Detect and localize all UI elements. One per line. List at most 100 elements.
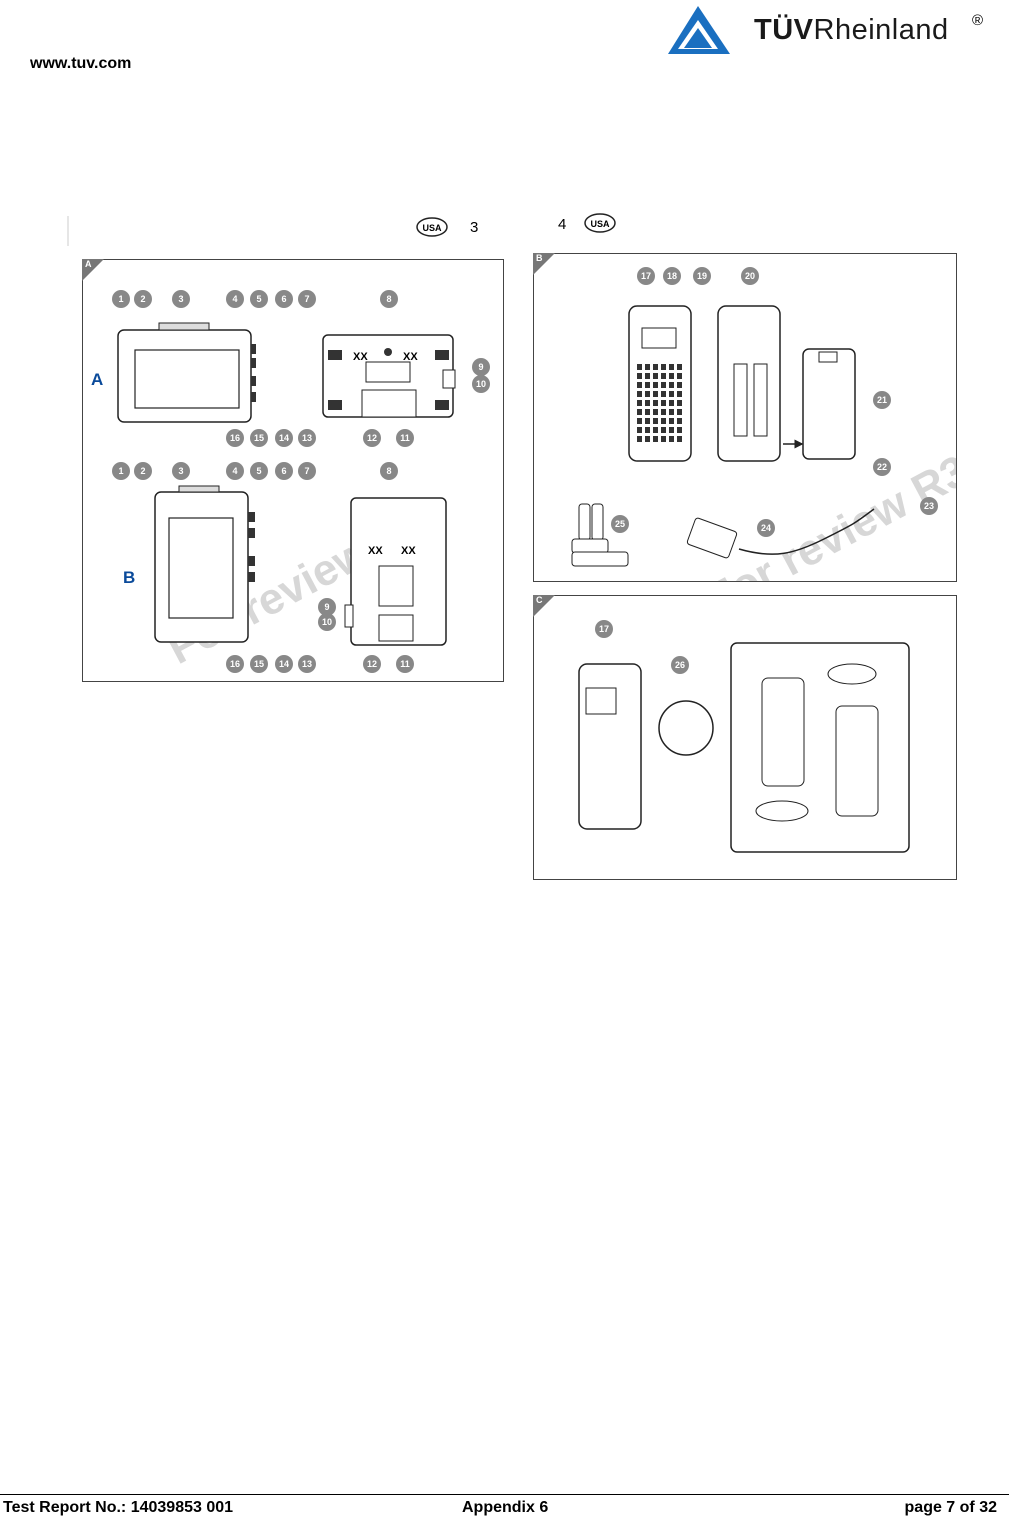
keypad-dot xyxy=(661,400,666,406)
tuv-triangle-logo-icon xyxy=(668,6,730,54)
callout-25: 25 xyxy=(611,515,629,533)
panel-a-drawing: For review R3 A XX XX B xyxy=(91,322,456,674)
keypad-dot xyxy=(653,364,658,370)
keypad-dot xyxy=(645,409,650,415)
callout-19: 19 xyxy=(693,267,711,285)
keypad-dot xyxy=(637,436,642,442)
keypad-dot xyxy=(661,436,666,442)
svg-text:9: 9 xyxy=(478,362,483,372)
callout-8: 8 xyxy=(380,290,398,308)
svg-text:7: 7 xyxy=(304,294,309,304)
callout-17: 17 xyxy=(595,620,613,638)
svg-text:22: 22 xyxy=(877,462,887,472)
svg-text:7: 7 xyxy=(304,466,309,476)
report-number: Test Report No.: 14039853 001 xyxy=(3,1499,234,1516)
svg-text:8: 8 xyxy=(386,466,391,476)
logo-text: TÜVRheinland xyxy=(754,14,949,46)
callout-1: 1 xyxy=(112,290,130,308)
keypad-dot xyxy=(637,382,642,388)
page-number: page 7 of 32 xyxy=(904,1499,997,1516)
keypad-dot xyxy=(661,418,666,424)
svg-text:14: 14 xyxy=(279,433,289,443)
callout-12: 12 xyxy=(363,429,381,447)
keypad-dot xyxy=(637,409,642,415)
panel-c: C 17 26 xyxy=(533,595,957,880)
usa-badge-left: USA xyxy=(422,223,442,233)
keypad-dot xyxy=(653,409,658,415)
callout-12-b: 12 xyxy=(363,655,381,673)
callout-14-b: 14 xyxy=(275,655,293,673)
svg-text:25: 25 xyxy=(615,519,625,529)
svg-text:21: 21 xyxy=(877,395,887,405)
callout-15: 15 xyxy=(250,429,268,447)
svg-text:13: 13 xyxy=(302,659,312,669)
callout-9: 9 xyxy=(472,358,490,376)
keypad-dot xyxy=(669,427,674,433)
keypad-dot xyxy=(653,382,658,388)
footer-divider xyxy=(0,1494,1009,1495)
svg-text:15: 15 xyxy=(254,433,264,443)
callout-4-b: 4 xyxy=(226,462,244,480)
callout-6-b: 6 xyxy=(275,462,293,480)
keypad-dot xyxy=(677,436,682,442)
callout-11-b: 11 xyxy=(396,655,414,673)
svg-text:23: 23 xyxy=(924,501,934,511)
keypad-dot xyxy=(645,427,650,433)
usa-badge-right: USA xyxy=(590,219,610,229)
panel-b-keypad xyxy=(637,364,682,442)
callout-2: 2 xyxy=(134,290,152,308)
callout-5-b: 5 xyxy=(250,462,268,480)
keypad-dot xyxy=(645,391,650,397)
svg-text:19: 19 xyxy=(697,271,707,281)
svg-text:9: 9 xyxy=(324,602,329,612)
svg-text:2: 2 xyxy=(140,294,145,304)
keypad-dot xyxy=(637,427,642,433)
panel-c-drawing xyxy=(578,642,910,853)
panel-b-tag: B xyxy=(536,253,543,263)
callout-26: 26 xyxy=(671,656,689,674)
callout-8-b: 8 xyxy=(380,462,398,480)
callout-10: 10 xyxy=(472,375,490,393)
keypad-dot xyxy=(677,382,682,388)
svg-text:XX: XX xyxy=(401,545,416,557)
usa-badges: USA 3 4 USA xyxy=(67,213,616,246)
panel-a-tag: A xyxy=(85,259,92,269)
callout-9-b: 9 xyxy=(318,598,336,616)
keypad-dot xyxy=(669,373,674,379)
svg-text:17: 17 xyxy=(641,271,651,281)
svg-text:1: 1 xyxy=(118,466,123,476)
logo-registered: ® xyxy=(972,12,984,29)
callout-3: 3 xyxy=(172,290,190,308)
svg-text:6: 6 xyxy=(281,466,286,476)
callout-23: 23 xyxy=(920,497,938,515)
callout-11: 11 xyxy=(396,429,414,447)
keypad-dot xyxy=(653,391,658,397)
svg-text:6: 6 xyxy=(281,294,286,304)
keypad-dot xyxy=(677,364,682,370)
keypad-dot xyxy=(677,409,682,415)
svg-text:20: 20 xyxy=(745,271,755,281)
keypad-dot xyxy=(677,373,682,379)
svg-text:16: 16 xyxy=(230,433,240,443)
callout-2-b: 2 xyxy=(134,462,152,480)
svg-text:16: 16 xyxy=(230,659,240,669)
product-figure: USA 3 4 USA A For review R3 A XX XX xyxy=(66,196,976,896)
callout-5: 5 xyxy=(250,290,268,308)
keypad-dot xyxy=(645,436,650,442)
appendix-label: Appendix 6 xyxy=(462,1499,549,1516)
svg-text:11: 11 xyxy=(400,433,410,443)
keypad-dot xyxy=(661,382,666,388)
callout-1-b: 1 xyxy=(112,462,130,480)
keypad-dot xyxy=(661,427,666,433)
callout-6: 6 xyxy=(275,290,293,308)
keypad-dot xyxy=(669,364,674,370)
keypad-dot xyxy=(661,364,666,370)
callout-17: 17 xyxy=(637,267,655,285)
keypad-dot xyxy=(653,418,658,424)
svg-text:14: 14 xyxy=(279,659,289,669)
callout-3-b: 3 xyxy=(172,462,190,480)
callout-13-b: 13 xyxy=(298,655,316,673)
keypad-dot xyxy=(637,391,642,397)
keypad-dot xyxy=(669,409,674,415)
panel-c-tag: C xyxy=(536,595,543,605)
